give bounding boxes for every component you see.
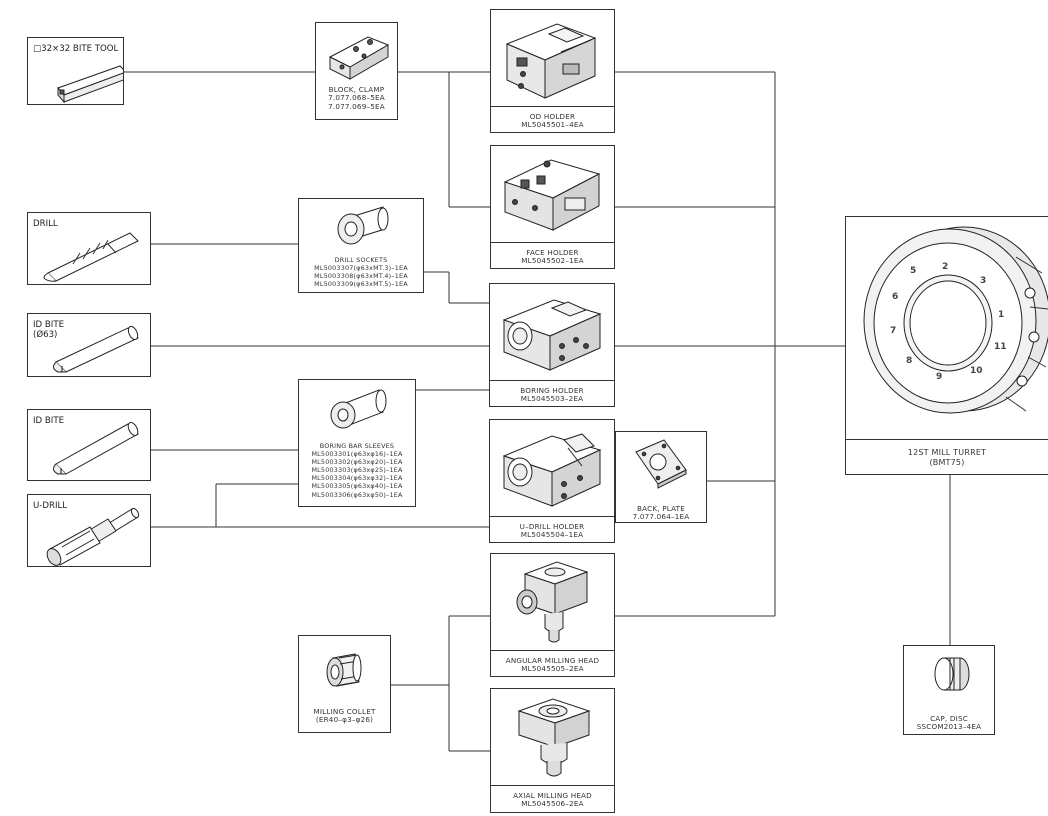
turret-icon: 2 3 1 11 10 9 8 7 6 5 (846, 217, 1048, 437)
boring-sleeve-icon (299, 380, 415, 440)
id-bite-icon (28, 314, 150, 376)
angular-milling-head-caption: ANGULAR MILLING HEAD ML5045505–2EA (491, 657, 614, 674)
svg-text:3: 3 (980, 276, 986, 286)
boring-bar-sleeves-caption: BORING BAR SLEEVES ML5003301(φ63xφ16)–1E… (299, 442, 415, 499)
u-drill-holder-caption: U–DRILL HOLDER ML5045504–1EA (490, 523, 614, 540)
tool-id-bite[interactable]: ID BITE (27, 409, 151, 481)
drill-socket-icon (299, 199, 423, 254)
divider (846, 439, 1048, 440)
axial-milling-head-icon (491, 689, 614, 785)
back-plate-box[interactable]: BACK, PLATE 7.077.064–1EA (615, 431, 707, 523)
svg-text:8: 8 (906, 356, 912, 366)
u-drill-icon (28, 495, 150, 566)
divider (490, 516, 614, 517)
svg-text:11: 11 (994, 342, 1007, 352)
cap-disc-caption: CAP, DISC SSCOM2013–4EA (904, 715, 994, 732)
drill-icon (28, 213, 150, 284)
svg-text:5: 5 (910, 266, 916, 276)
svg-text:6: 6 (892, 292, 898, 302)
block-clamp-icon (316, 23, 397, 85)
u-drill-holder-box[interactable]: U–DRILL HOLDER ML5045504–1EA (489, 419, 615, 543)
face-holder-box[interactable]: FACE HOLDER ML5045502–1EA (490, 145, 615, 269)
axial-milling-head-caption: AXIAL MILLING HEAD ML5045506–2EA (491, 792, 614, 809)
tool-drill[interactable]: DRILL (27, 212, 151, 285)
tool-u-drill[interactable]: U-DRILL (27, 494, 151, 567)
divider (491, 650, 614, 651)
od-holder-box[interactable]: OD HOLDER ML5045501–4EA (490, 9, 615, 133)
turret-caption: 12ST MILL TURRET (BMT75) (846, 448, 1048, 468)
back-plate-icon (616, 432, 706, 494)
angular-milling-head-box[interactable]: ANGULAR MILLING HEAD ML5045505–2EA (490, 553, 615, 677)
collet-icon (299, 636, 390, 698)
divider (491, 785, 614, 786)
drill-sockets-caption: DRILL SOCKETS ML5003307(φ63xMT.3)–1EA ML… (299, 256, 423, 288)
divider (491, 106, 614, 107)
svg-text:10: 10 (970, 366, 983, 376)
cap-disc-icon (904, 646, 994, 706)
od-holder-caption: OD HOLDER ML5045501–4EA (491, 113, 614, 130)
face-holder-icon (491, 146, 614, 242)
mill-turret-box[interactable]: 2 3 1 11 10 9 8 7 6 5 12ST MILL (845, 216, 1048, 475)
divider (490, 380, 614, 381)
milling-collet-caption: MILLING COLLET (ER40–φ3–φ26) (299, 708, 390, 725)
svg-text:7: 7 (890, 326, 896, 336)
milling-collet-box[interactable]: MILLING COLLET (ER40–φ3–φ26) (298, 635, 391, 733)
bite-tool-icon (28, 38, 123, 104)
od-holder-icon (491, 10, 614, 106)
id-bite-icon (28, 410, 150, 480)
tool-id-bite-63[interactable]: ID BITE(Ø63) (27, 313, 151, 377)
axial-milling-head-box[interactable]: AXIAL MILLING HEAD ML5045506–2EA (490, 688, 615, 813)
drill-sockets-box[interactable]: DRILL SOCKETS ML5003307(φ63xMT.3)–1EA ML… (298, 198, 424, 293)
face-holder-caption: FACE HOLDER ML5045502–1EA (491, 249, 614, 266)
boring-bar-sleeves-box[interactable]: BORING BAR SLEEVES ML5003301(φ63xφ16)–1E… (298, 379, 416, 507)
block-clamp-caption: BLOCK, CLAMP 7.077.068–5EA 7.077.069–5EA (316, 86, 397, 111)
back-plate-caption: BACK, PLATE 7.077.064–1EA (616, 505, 706, 522)
divider (491, 242, 614, 243)
svg-text:1: 1 (998, 310, 1004, 320)
angular-milling-head-icon (491, 554, 614, 650)
block-clamp-box[interactable]: BLOCK, CLAMP 7.077.068–5EA 7.077.069–5EA (315, 22, 398, 120)
boring-holder-icon (490, 284, 614, 380)
u-drill-holder-icon (490, 420, 614, 516)
svg-text:2: 2 (942, 262, 948, 272)
svg-text:9: 9 (936, 372, 942, 382)
tool-bite-32x32[interactable]: □32×32 BITE TOOL (27, 37, 124, 105)
boring-holder-box[interactable]: BORING HOLDER ML5045503–2EA (489, 283, 615, 407)
cap-disc-box[interactable]: CAP, DISC SSCOM2013–4EA (903, 645, 995, 735)
boring-holder-caption: BORING HOLDER ML5045503–2EA (490, 387, 614, 404)
